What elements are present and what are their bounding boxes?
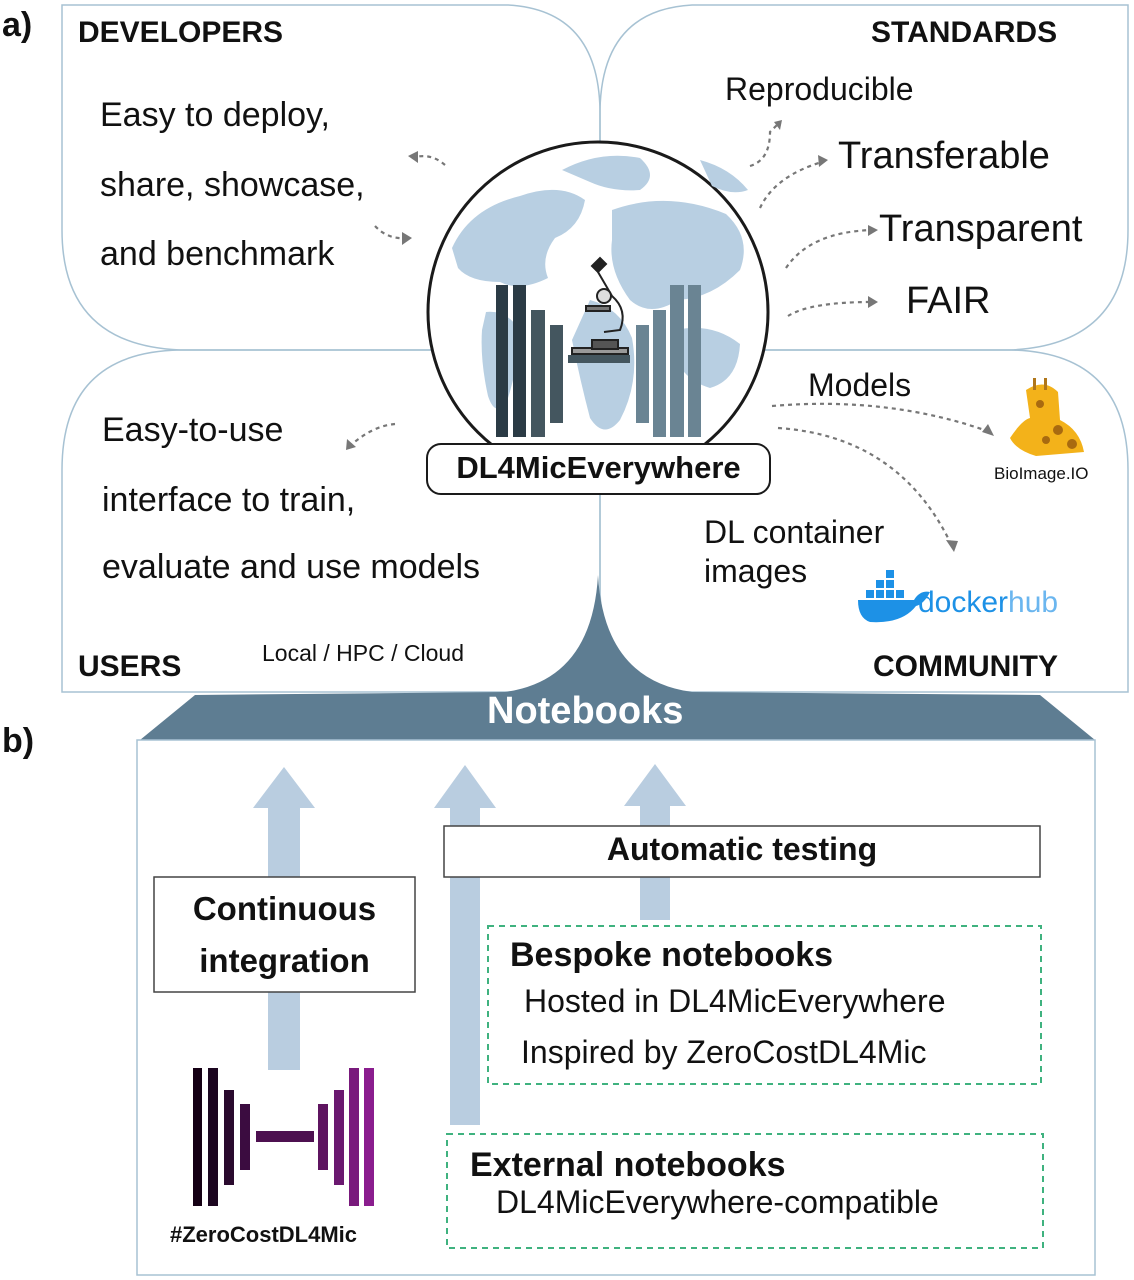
standard-fair: FAIR xyxy=(906,280,991,322)
panel-a-letter: a) xyxy=(2,6,33,44)
community-containers-1: DL container xyxy=(704,514,885,550)
bespoke-box xyxy=(487,925,1042,1085)
bespoke-line-1: Hosted in DL4MicEverywhere xyxy=(524,983,946,1019)
developers-title: DEVELOPERS xyxy=(78,16,284,49)
zerocost-label: #ZeroCostDL4Mic xyxy=(170,1222,358,1247)
external-box xyxy=(446,1133,1044,1249)
standards-title: STANDARDS xyxy=(871,16,1058,49)
testing-box xyxy=(443,825,1041,878)
center-label: DL4MicEverywhere xyxy=(456,450,741,485)
developers-line-3: and benchmark xyxy=(100,235,335,273)
ci-label-1: Continuous xyxy=(192,890,377,927)
community-containers-2: images xyxy=(704,553,808,589)
giraffe-logo xyxy=(1010,378,1084,456)
users-title: USERS xyxy=(78,650,182,683)
developers-line-2: share, showcase, xyxy=(100,166,365,204)
standard-reproducible: Reproducible xyxy=(725,71,914,107)
testing-label: Automatic testing xyxy=(606,831,878,867)
panel-b-letter: b) xyxy=(2,722,35,760)
docker-logo xyxy=(858,570,930,623)
users-line-1: Easy-to-use xyxy=(102,411,284,449)
panel-b-frame xyxy=(136,739,1096,1276)
notebooks-banner xyxy=(140,575,1095,740)
community-title: COMMUNITY xyxy=(873,650,1058,683)
center-label-box xyxy=(426,443,771,495)
standard-transparent: Transparent xyxy=(879,208,1083,250)
community-models: Models xyxy=(808,367,912,403)
users-line-3: evaluate and use models xyxy=(102,548,481,586)
dockerhub-label: dockerhub xyxy=(918,586,1058,620)
standard-transferable: Transferable xyxy=(838,135,1050,177)
ci-label-2: integration xyxy=(199,942,370,979)
bespoke-line-2: Inspired by ZeroCostDL4Mic xyxy=(521,1034,927,1070)
notebooks-title: Notebooks xyxy=(487,690,684,732)
bioimage-label: BioImage.IO xyxy=(994,464,1089,483)
external-arrow xyxy=(434,765,496,1125)
external-title: External notebooks xyxy=(470,1146,786,1184)
quadrant-standards xyxy=(599,4,1129,351)
dl4mic-logo-bars xyxy=(496,285,701,437)
bespoke-title: Bespoke notebooks xyxy=(510,936,834,974)
dashed-arrows xyxy=(349,123,991,547)
developers-line-1: Easy to deploy, xyxy=(100,96,330,134)
users-line-2: interface to train, xyxy=(102,481,356,519)
zerocost-logo-bars xyxy=(193,1068,374,1206)
world-map xyxy=(452,155,748,430)
external-line: DL4MicEverywhere-compatible xyxy=(496,1184,939,1220)
microscope-icon xyxy=(571,256,629,355)
deploy-targets: Local / HPC / Cloud xyxy=(262,640,464,666)
docker-word: docker xyxy=(918,586,1009,619)
arrow-heads xyxy=(346,120,994,552)
ci-box xyxy=(153,876,416,993)
hub-word: hub xyxy=(1008,586,1059,619)
